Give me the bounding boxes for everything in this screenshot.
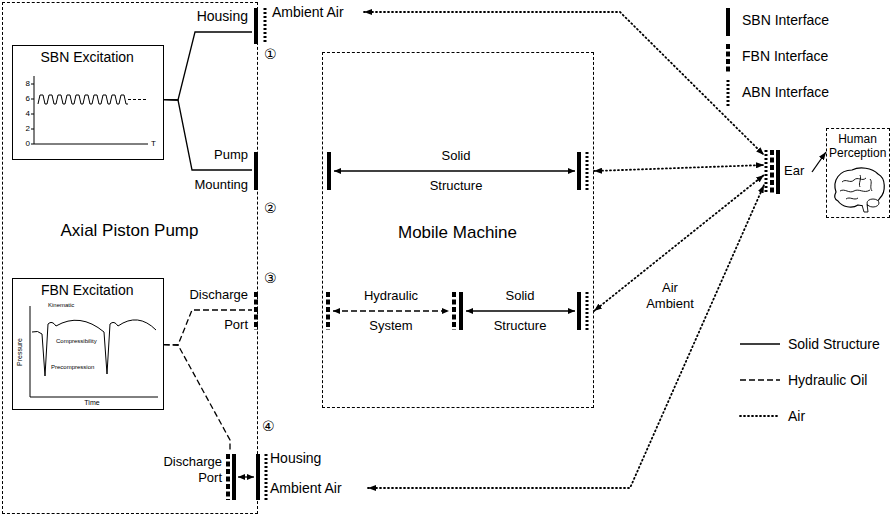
tick-label: 4 bbox=[18, 110, 30, 118]
pressure-curve bbox=[32, 320, 156, 376]
fbn-bar bbox=[326, 292, 330, 330]
brain-cerebellum bbox=[867, 199, 879, 207]
callout-number: ② bbox=[264, 200, 282, 217]
fbn-bar bbox=[226, 454, 230, 500]
part-label: Housing bbox=[270, 450, 330, 467]
tick-label: 6 bbox=[18, 95, 30, 103]
legend-text: Solid Structure bbox=[788, 336, 880, 353]
medium-label: Ambient Air bbox=[272, 4, 362, 21]
excitation-box: SBN Excitation bbox=[12, 45, 164, 160]
axis-label: T bbox=[151, 140, 161, 148]
region-title: Axial Piston Pump bbox=[3, 221, 256, 241]
medium-label: Solid Structure bbox=[426, 141, 486, 201]
callout-number: ① bbox=[264, 46, 282, 63]
medium-label: Solid Structure bbox=[490, 281, 550, 341]
box-title: SBN Excitation bbox=[13, 49, 162, 66]
abn-bar bbox=[765, 150, 768, 194]
excitation-wave bbox=[38, 95, 128, 104]
legend-text: Air bbox=[788, 408, 805, 425]
legend-sample bbox=[740, 343, 780, 345]
box-title: Human Perception bbox=[829, 132, 886, 160]
region-title: Mobile Machine bbox=[323, 223, 592, 243]
tick-label: 2 bbox=[18, 125, 30, 133]
interface-point: Discharge Port④HousingAmbient Air bbox=[226, 452, 368, 502]
wave-continuation bbox=[128, 99, 146, 100]
box-title: FBN Excitation bbox=[13, 282, 162, 299]
fluid-path bbox=[164, 345, 230, 452]
callout-number: ③ bbox=[264, 270, 282, 287]
solid-path-arrow bbox=[466, 310, 575, 311]
legend-text: SBN Interface bbox=[742, 12, 829, 29]
chart-axis bbox=[30, 306, 158, 397]
tick-label: 0 bbox=[18, 140, 30, 148]
interface-point: Pump Mounting② bbox=[252, 146, 276, 220]
legend-sample bbox=[740, 415, 780, 417]
ear-interface: Ear bbox=[764, 148, 812, 196]
chart-axis bbox=[34, 76, 148, 144]
solid-path-arrow bbox=[334, 170, 575, 171]
abn-bar bbox=[265, 454, 268, 500]
medium-label: Hydraulic System bbox=[361, 281, 421, 341]
chart-ticks bbox=[31, 84, 34, 144]
fbn-bar bbox=[770, 150, 774, 194]
interface-point: HousingAmbient Air① bbox=[252, 4, 364, 64]
airborne-path bbox=[594, 175, 764, 311]
legend-text: Hydraulic Oil bbox=[788, 372, 867, 389]
solid-path-arrow bbox=[238, 476, 254, 477]
legend-sample bbox=[726, 44, 730, 72]
airborne-path bbox=[364, 12, 764, 155]
structure-path bbox=[164, 32, 252, 100]
pump-region: Axial Piston Pump SBN ExcitationFBN Excit… bbox=[2, 2, 258, 514]
curve-annotation: Precompression bbox=[51, 364, 101, 371]
airborne-path bbox=[594, 165, 764, 171]
perception-box: Human Perception bbox=[826, 128, 890, 218]
sbn-bar bbox=[327, 152, 331, 190]
abn-bar bbox=[586, 152, 589, 190]
legend-sample bbox=[740, 379, 780, 381]
abn-bar bbox=[264, 8, 267, 44]
legend-sample bbox=[726, 8, 730, 36]
part-label: Ear bbox=[784, 163, 810, 179]
callout-number: ④ bbox=[262, 418, 280, 435]
brain-outline bbox=[835, 168, 885, 207]
axis-label: Pressure bbox=[16, 332, 24, 372]
interface-point: Discharge Port③ bbox=[252, 270, 276, 334]
legend-text: ABN Interface bbox=[742, 84, 829, 101]
part-label: Discharge Port bbox=[160, 454, 222, 486]
sbn-bar bbox=[577, 152, 581, 190]
sbn-bar bbox=[459, 292, 463, 330]
part-label: Discharge Port bbox=[186, 280, 248, 340]
axis-label: Time bbox=[80, 399, 104, 407]
legend-text: FBN Interface bbox=[742, 48, 828, 65]
abn-bar bbox=[586, 292, 589, 330]
curve-annotation: Compressibility bbox=[56, 338, 102, 345]
legend-sample bbox=[727, 80, 730, 108]
hydraulic-path-arrow bbox=[333, 310, 449, 311]
part-label: Pump Mounting bbox=[190, 140, 248, 200]
tick-label: 8 bbox=[18, 80, 30, 88]
brain-stem bbox=[862, 204, 868, 212]
part-label: Housing bbox=[196, 8, 248, 25]
machine-region: Mobile Machine bbox=[322, 52, 594, 408]
curve-annotation: Kinematic bbox=[48, 302, 88, 309]
sbn-bar bbox=[256, 454, 260, 500]
medium-label: Ambient Air bbox=[270, 480, 360, 497]
fbn-bar bbox=[452, 292, 456, 330]
sbn-bar bbox=[232, 454, 236, 500]
sbn-bar bbox=[776, 150, 780, 194]
medium-label: Air Ambient bbox=[640, 280, 700, 312]
structure-path bbox=[812, 152, 826, 172]
brain-gyri bbox=[840, 175, 872, 199]
sbn-bar bbox=[577, 292, 581, 330]
